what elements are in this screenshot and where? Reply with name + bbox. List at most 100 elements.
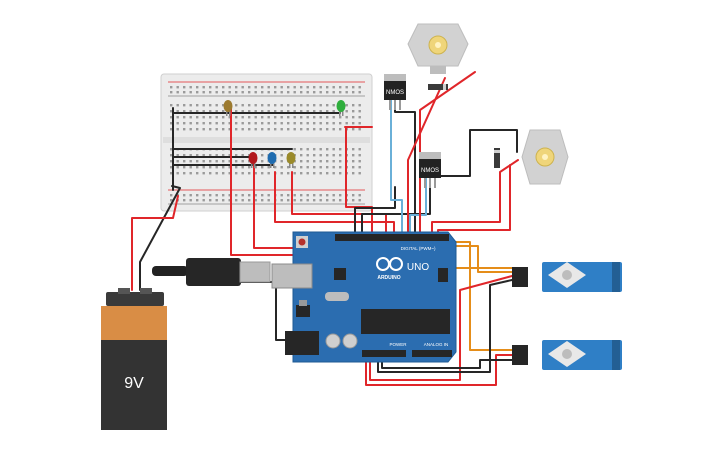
breadboard-hole [176, 104, 179, 107]
breadboard-hole [209, 166, 212, 169]
breadboard-hole [300, 86, 303, 89]
breadboard-hole [300, 128, 303, 131]
breadboard[interactable] [160, 73, 373, 212]
breadboard-hole [196, 86, 199, 89]
breadboard-hole [183, 128, 186, 131]
breadboard-hole [254, 91, 257, 94]
breadboard-hole [352, 122, 355, 125]
breadboard-hole [183, 116, 186, 119]
breadboard-hole [235, 104, 238, 107]
breadboard-hole [170, 116, 173, 119]
breadboard-hole [326, 154, 329, 157]
breadboard-hole [215, 116, 218, 119]
breadboard-hole [215, 199, 218, 202]
wire-battery-red [131, 195, 179, 291]
breadboard-hole [352, 160, 355, 163]
breadboard-hole [241, 91, 244, 94]
wire-black-gnd1 [354, 186, 396, 237]
breadboard-hole [176, 160, 179, 163]
breadboard-hole [189, 86, 192, 89]
breadboard-hole [241, 86, 244, 89]
breadboard-hole [261, 172, 264, 175]
breadboard-hole [176, 86, 179, 89]
breadboard-hole [254, 116, 257, 119]
breadboard-hole [189, 199, 192, 202]
breadboard-hole [267, 116, 270, 119]
breadboard-hole [352, 104, 355, 107]
breadboard-hole [254, 122, 257, 125]
breadboard-hole [306, 160, 309, 163]
breadboard-hole [235, 122, 238, 125]
breadboard-hole [248, 116, 251, 119]
breadboard-hole [170, 148, 173, 151]
breadboard-hole [267, 122, 270, 125]
breadboard-hole [241, 122, 244, 125]
breadboard-hole [170, 160, 173, 163]
breadboard-hole [228, 116, 231, 119]
breadboard-hole [352, 166, 355, 169]
breadboard-hole [209, 122, 212, 125]
breadboard-hole [332, 122, 335, 125]
dc-motor-2[interactable] [521, 129, 569, 185]
breadboard-hole [280, 91, 283, 94]
breadboard-hole [241, 110, 244, 113]
breadboard-hole [189, 154, 192, 157]
breadboard-hole [261, 154, 264, 157]
breadboard-hole [313, 172, 316, 175]
breadboard-hole [248, 128, 251, 131]
breadboard-hole [196, 110, 199, 113]
breadboard-hole [215, 194, 218, 197]
nmos-1-label: NMOS [386, 90, 404, 96]
servo-1[interactable] [512, 262, 622, 292]
breadboard-hole [254, 86, 257, 89]
breadboard-hole [254, 104, 257, 107]
breadboard-hole [222, 128, 225, 131]
breadboard-hole [313, 86, 316, 89]
breadboard-hole [209, 86, 212, 89]
breadboard-hole [352, 128, 355, 131]
breadboard-hole [287, 172, 290, 175]
breadboard-hole [228, 194, 231, 197]
breadboard-hole [339, 154, 342, 157]
breadboard-hole [358, 154, 361, 157]
breadboard-hole [170, 154, 173, 157]
breadboard-hole [261, 128, 264, 131]
breadboard-hole [261, 199, 264, 202]
breadboard-hole [176, 122, 179, 125]
servo-2[interactable] [512, 340, 622, 370]
breadboard-hole [248, 172, 251, 175]
breadboard-hole [313, 154, 316, 157]
breadboard-hole [280, 86, 283, 89]
breadboard-hole [280, 104, 283, 107]
battery-9v[interactable]: 9V [101, 288, 167, 430]
breadboard-hole [319, 154, 322, 157]
breadboard-hole [202, 128, 205, 131]
breadboard-hole [183, 154, 186, 157]
wire-red-led4 [291, 171, 387, 237]
breadboard-hole [306, 86, 309, 89]
breadboard-hole [267, 128, 270, 131]
breadboard-hole [222, 172, 225, 175]
breadboard-hole [332, 110, 335, 113]
breadboard-hole [274, 128, 277, 131]
breadboard-hole [254, 110, 257, 113]
breadboard-hole [176, 128, 179, 131]
breadboard-hole [222, 122, 225, 125]
breadboard-hole [189, 166, 192, 169]
breadboard-hole [183, 86, 186, 89]
breadboard-hole [170, 194, 173, 197]
breadboard-hole [358, 148, 361, 151]
breadboard-hole [267, 86, 270, 89]
breadboard-hole [228, 172, 231, 175]
breadboard-hole [261, 160, 264, 163]
breadboard-hole [183, 199, 186, 202]
arduino-uno[interactable]: DIGITAL (PWM~) ARDUINO UNO POWER ANALOG … [271, 231, 457, 363]
wire-black-motor2 [429, 129, 518, 177]
breadboard-hole [196, 154, 199, 157]
breadboard-hole [319, 194, 322, 197]
breadboard-hole [332, 116, 335, 119]
breadboard-hole [358, 160, 361, 163]
dc-motor-1[interactable] [407, 23, 469, 74]
breadboard-hole [183, 122, 186, 125]
breadboard-hole [358, 166, 361, 169]
